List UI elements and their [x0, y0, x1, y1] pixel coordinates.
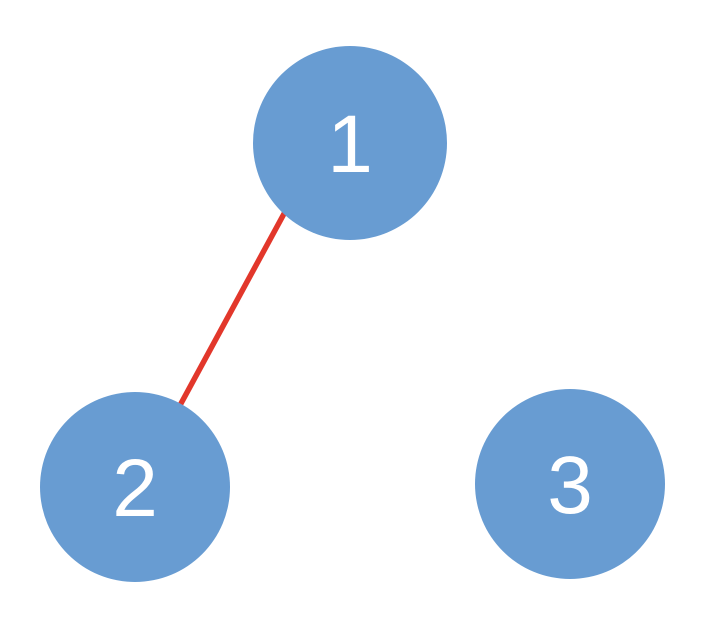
node-2[interactable]: 2	[40, 392, 230, 582]
edges-layer	[175, 197, 295, 411]
node-circle-2[interactable]	[40, 392, 230, 582]
node-label-2: 2	[112, 443, 158, 534]
edge-node1-node2[interactable]	[175, 197, 295, 411]
node-label-1: 1	[327, 99, 373, 190]
node-3[interactable]: 3	[475, 389, 665, 579]
node-circle-3[interactable]	[475, 389, 665, 579]
nodes-layer: 1 2 3	[40, 46, 665, 582]
node-1[interactable]: 1	[253, 46, 447, 240]
node-circle-1[interactable]	[253, 46, 447, 240]
node-label-3: 3	[547, 440, 593, 531]
